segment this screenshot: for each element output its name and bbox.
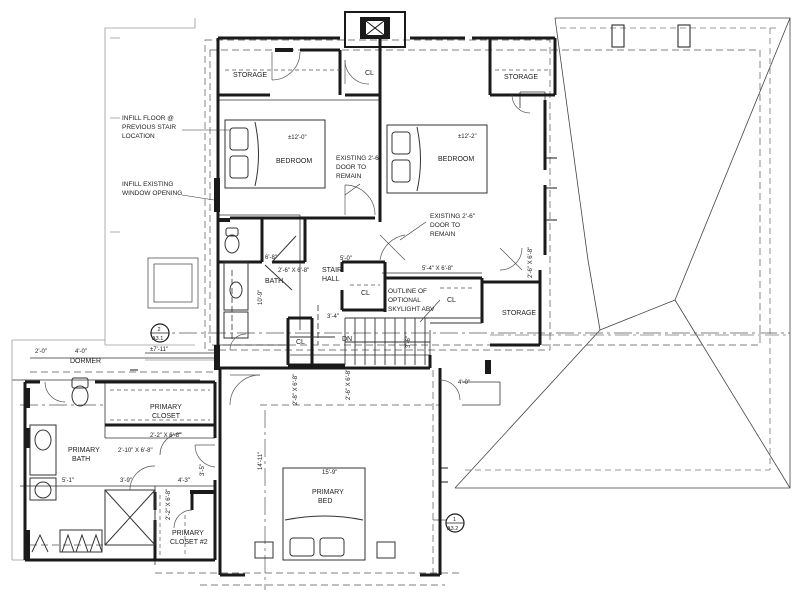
- dim-2-8: 2'-8" X 6'-8": [293, 374, 299, 405]
- room-primary-closet-2: CLOSET: [152, 413, 181, 420]
- room-bath: BATH: [265, 278, 283, 285]
- room-primary-closet2-1: PRIMARY: [172, 530, 204, 537]
- room-primary-bed-2: BED: [318, 498, 332, 505]
- note-skylight: OPTIONAL: [388, 297, 421, 304]
- dim-3-4: 3'-4": [327, 314, 339, 320]
- heavy-walls: [24, 48, 491, 560]
- note-existing-door-a: EXISTING 2'-6": [336, 155, 382, 162]
- primary-bath-fixtures: [29, 377, 156, 553]
- dim-2-2: 2'-2" X 6'-8": [150, 433, 181, 439]
- dim-3-9: 3'-9": [120, 478, 132, 484]
- bed-east: [386, 124, 488, 194]
- small-details: [130, 24, 691, 483]
- dim-5-1: 5'-1": [62, 478, 74, 484]
- section-tag-labels: 2 A3.1 1 A3.2: [152, 327, 458, 532]
- dim-7-11: ±7'-11": [150, 347, 168, 353]
- dim-5-0: 5'-0": [340, 256, 352, 262]
- room-primary-bath-1: PRIMARY: [68, 447, 100, 454]
- dim-bath-door: 2'-6" X 6'-8": [278, 268, 309, 274]
- note-infill-window: INFILL EXISTING: [122, 181, 173, 188]
- section-lines: [20, 332, 790, 590]
- room-storage-ne: STORAGE: [504, 74, 538, 81]
- dim-15-9: 15'-9": [322, 470, 337, 476]
- room-dn: DN: [342, 336, 352, 343]
- room-cl-mid: CL: [447, 297, 456, 304]
- bed-primary: [254, 467, 396, 561]
- bath-fixtures: [223, 227, 297, 339]
- note-existing-door-b: DOOR TO: [430, 222, 460, 229]
- note-skylight: SKYLIGHT ABV: [388, 306, 435, 313]
- stair-treads: [290, 317, 482, 365]
- dim-14-11: 14'-11": [258, 452, 264, 470]
- closet-shelves: [110, 69, 550, 555]
- vertical-dimensions: 2'-6" X 6'-8" 10'-9" 3'-6" 2'-8" X 6'-8"…: [166, 247, 534, 520]
- note-infill-floor: INFILL FLOOR @: [122, 115, 174, 122]
- door-swings: [44, 51, 531, 529]
- dim-3-6: 3'-6": [406, 336, 412, 348]
- note-infill-floor: PREVIOUS STAIR: [122, 124, 176, 131]
- dim-6-8: 6'-8": [265, 255, 277, 261]
- room-primary-bed-1: PRIMARY: [312, 489, 344, 496]
- notes: INFILL FLOOR @ PREVIOUS STAIR LOCATION I…: [122, 115, 476, 313]
- room-storage-e: STORAGE: [502, 310, 536, 317]
- dim-4-0: 4'-0": [75, 349, 87, 355]
- section-tag-left-sheet: A3.1: [152, 336, 163, 342]
- room-dormer: DORMER: [70, 358, 101, 365]
- room-primary-closet-1: PRIMARY: [150, 404, 182, 411]
- dim-5-4: 5'-4" X 6'-8": [422, 266, 453, 272]
- dim-4-3: 4'-3": [178, 478, 190, 484]
- section-tag-left-num: 2: [158, 327, 161, 333]
- room-stair-2: HALL: [322, 276, 340, 283]
- section-tag-right: [445, 513, 465, 533]
- roof-outline-left: [104, 18, 196, 346]
- room-primary-closet2-2: CLOSET #2: [170, 539, 208, 546]
- dim-ceiling-e: ±12'-2": [458, 134, 477, 140]
- dim-2-0: 2'-0": [35, 349, 47, 355]
- note-infill-window: WINDOW OPENING: [122, 190, 182, 197]
- section-tag-right-sheet: A3.2: [447, 526, 458, 532]
- dim-10-9: 10'-9": [258, 290, 264, 305]
- section-tag-left: [150, 323, 170, 343]
- section-tag-right-num: 1: [453, 517, 456, 523]
- note-existing-door-b: EXISTING 2'-6": [430, 213, 476, 220]
- note-infill-floor: LOCATION: [122, 133, 155, 140]
- chimney: [344, 11, 406, 48]
- skylight-box: [147, 257, 199, 309]
- leaders: [181, 129, 441, 323]
- room-storage-nw: STORAGE: [233, 72, 267, 79]
- room-labels: STORAGE CL STORAGE BEDROOM BEDROOM STAIR…: [68, 70, 538, 546]
- dim-4-0b: 4'-0": [458, 380, 470, 386]
- room-cl-top: CL: [365, 70, 374, 77]
- dimensions: ±12'-0" ±12'-2" 6'-8" 2'-6" X 6'-8" 5'-0…: [35, 134, 477, 484]
- room-cl-stair: CL: [361, 290, 370, 297]
- note-existing-door-b: REMAIN: [430, 231, 456, 238]
- room-cl-small: CL: [296, 339, 305, 346]
- note-existing-door-a: REMAIN: [336, 173, 362, 180]
- dim-ceiling-w: ±12'-0": [288, 135, 307, 141]
- dashed-outlines: [30, 39, 761, 586]
- room-bedroom-w: BEDROOM: [276, 158, 312, 165]
- room-primary-bath-2: BATH: [72, 456, 90, 463]
- roof-outline: [454, 17, 791, 489]
- room-stair-1: STAIR: [322, 267, 342, 274]
- dim-3-5: 3'-5": [200, 464, 206, 476]
- dim-2-10: 2'-10" X 6'-8": [118, 448, 153, 454]
- bed-west: [224, 119, 326, 189]
- note-skylight: OUTLINE OF: [388, 288, 427, 295]
- dim-2-6-ne: 2'-6" X 6'-8": [528, 247, 534, 278]
- dim-2-6-se: 2'-6" X 6'-8": [346, 369, 352, 400]
- note-existing-door-a: DOOR TO: [336, 164, 366, 171]
- room-bedroom-e: BEDROOM: [438, 156, 474, 163]
- dim-2-2b: 2'-2" X 6'-8": [166, 489, 172, 520]
